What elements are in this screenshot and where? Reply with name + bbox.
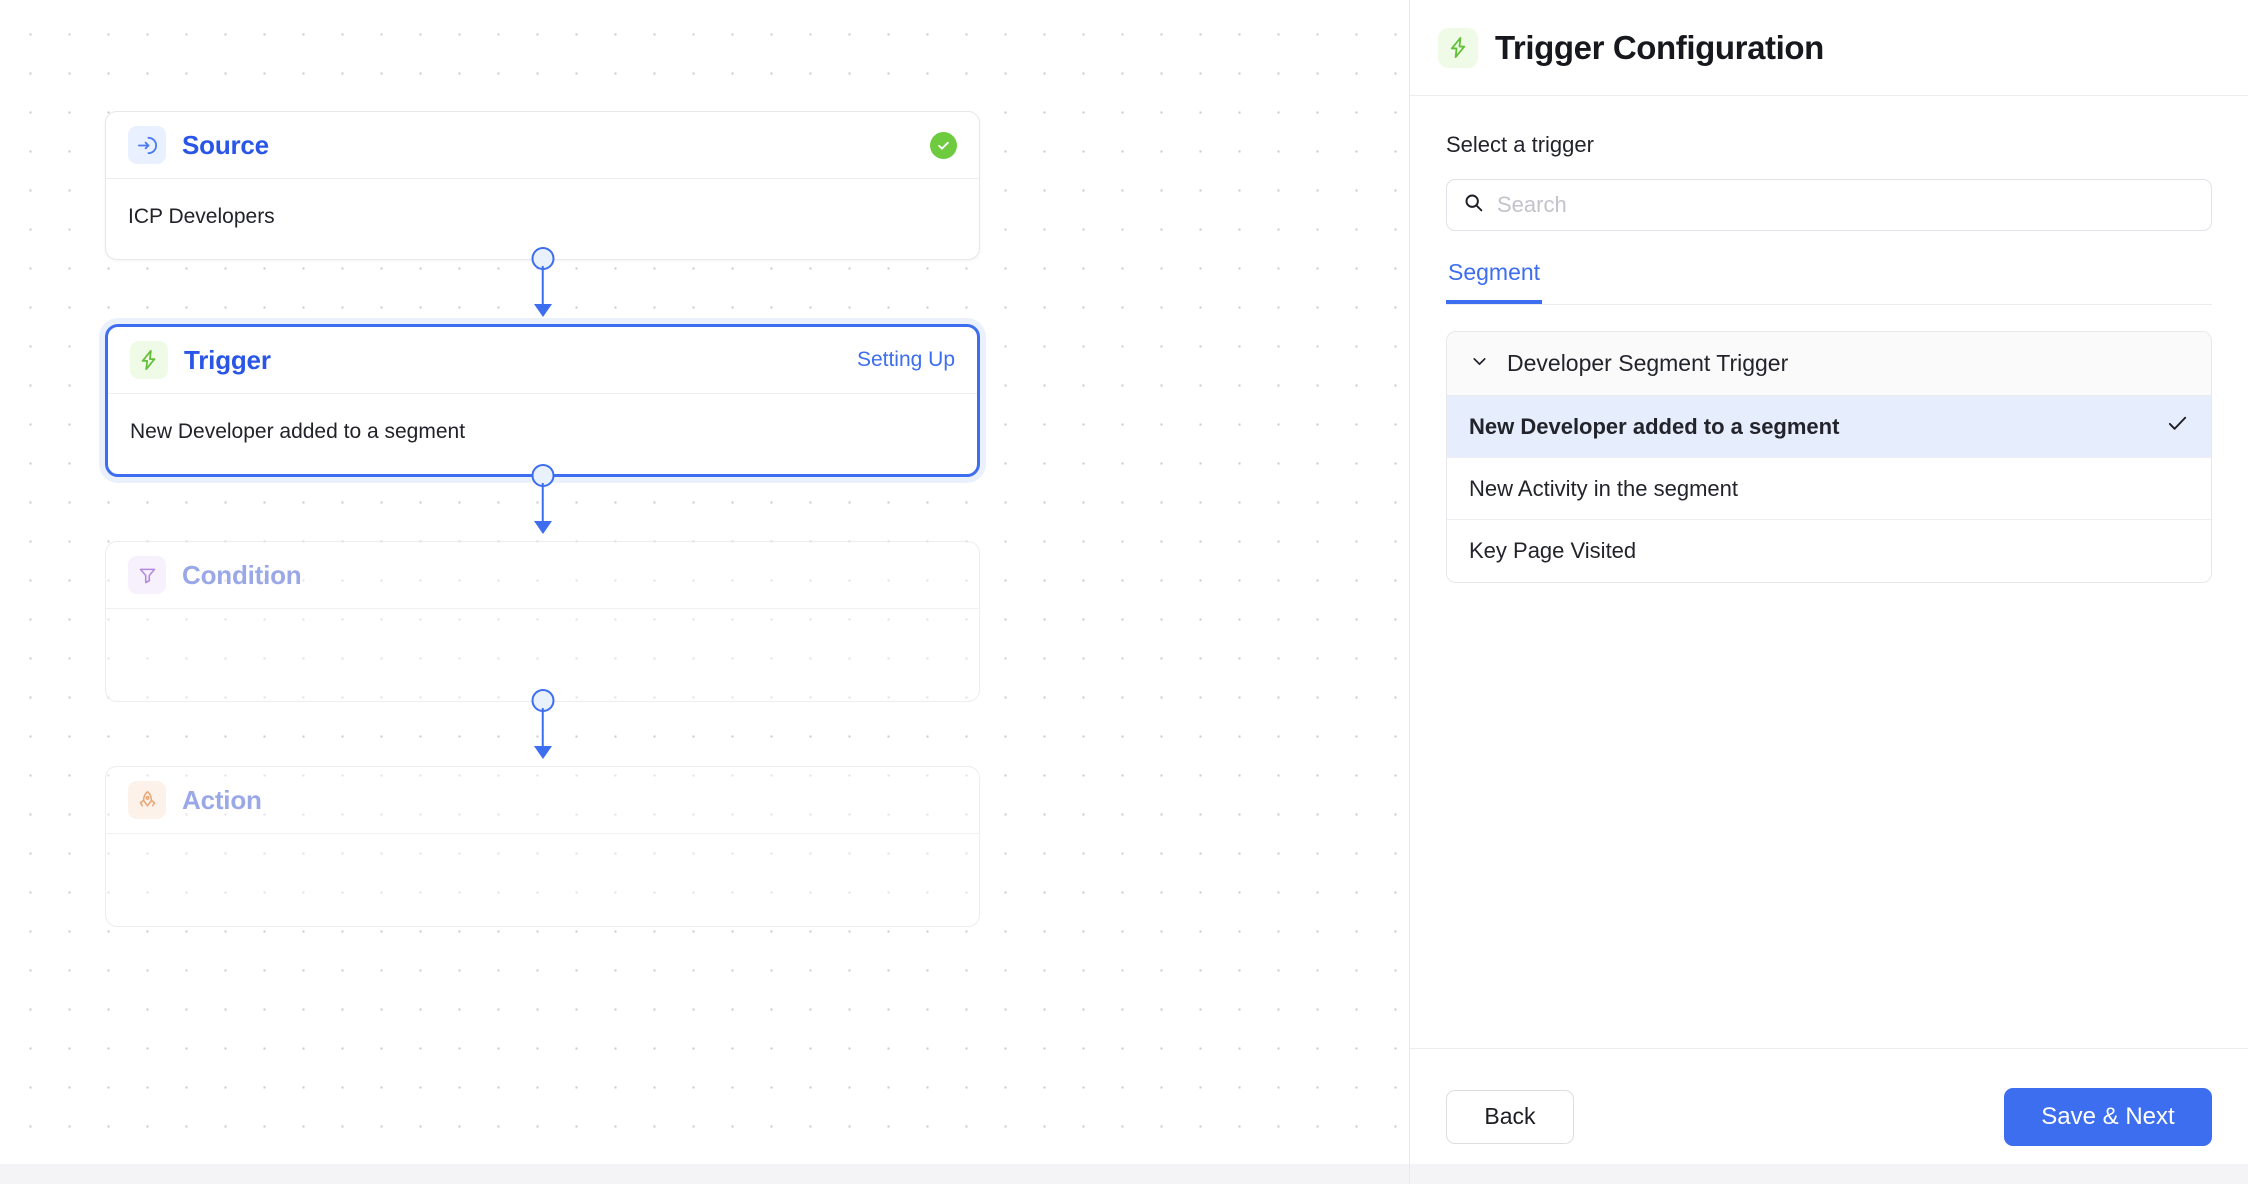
connector-line bbox=[541, 708, 544, 750]
trigger-option-label: New Developer added to a segment bbox=[1469, 413, 1840, 439]
trigger-option-key-page-visited[interactable]: Key Page Visited bbox=[1447, 520, 2211, 582]
select-trigger-label: Select a trigger bbox=[1446, 132, 1594, 157]
connector-condition-to-action bbox=[105, 689, 980, 766]
accordion-header-label: Developer Segment Trigger bbox=[1507, 350, 1789, 376]
node-status-trigger: Setting Up bbox=[856, 348, 955, 371]
trigger-option-new-developer-added[interactable]: New Developer added to a segment bbox=[1447, 396, 2211, 458]
node-body-source: ICP Developers bbox=[128, 205, 275, 228]
trigger-group-accordion: Developer Segment Trigger New Developer … bbox=[1446, 331, 2212, 583]
workflow-canvas[interactable]: Source ICP Developers bbox=[0, 0, 1409, 1184]
search-box[interactable] bbox=[1446, 179, 2212, 231]
node-body-condition bbox=[106, 609, 979, 701]
trigger-option-new-activity[interactable]: New Activity in the segment bbox=[1447, 458, 2211, 520]
panel-bottom-strip bbox=[1410, 1164, 2248, 1184]
trigger-configuration-panel: Trigger Configuration Select a trigger S… bbox=[1409, 0, 2248, 1184]
node-title-action: Action bbox=[182, 784, 262, 815]
lightning-bolt-icon bbox=[130, 341, 168, 379]
node-body-action bbox=[106, 834, 979, 926]
panel-footer: Back Save & Next bbox=[1410, 1048, 2248, 1184]
search-icon bbox=[1463, 192, 1484, 218]
check-icon bbox=[2166, 412, 2189, 441]
status-badge-complete bbox=[930, 131, 957, 159]
lightning-bolt-icon bbox=[1438, 27, 1478, 68]
connector-arrow-icon bbox=[533, 521, 552, 534]
connector-trigger-to-condition bbox=[105, 464, 980, 541]
save-and-next-button[interactable]: Save & Next bbox=[2004, 1087, 2212, 1146]
node-title-trigger: Trigger bbox=[184, 344, 271, 375]
connector-arrow-icon bbox=[533, 304, 552, 317]
node-title-source: Source bbox=[182, 129, 269, 160]
node-header-action: Action bbox=[106, 767, 979, 834]
connector-source-to-trigger bbox=[105, 247, 980, 324]
node-title-condition: Condition bbox=[182, 559, 302, 590]
node-header-trigger: Trigger Setting Up bbox=[108, 327, 977, 394]
connector-line bbox=[541, 266, 544, 308]
connector-line bbox=[541, 483, 544, 525]
connector-arrow-icon bbox=[533, 746, 552, 759]
rocket-icon bbox=[128, 781, 166, 819]
workflow-node-action[interactable]: Action bbox=[105, 766, 980, 927]
arrow-into-circle-icon bbox=[128, 126, 166, 164]
trigger-option-label: Key Page Visited bbox=[1469, 538, 1637, 563]
tab-segment[interactable]: Segment bbox=[1446, 257, 1543, 304]
search-input[interactable] bbox=[1497, 192, 2195, 218]
workflow-node-chain: Source ICP Developers bbox=[105, 111, 980, 927]
accordion-header-developer-segment-trigger[interactable]: Developer Segment Trigger bbox=[1447, 332, 2211, 396]
funnel-icon bbox=[128, 556, 166, 594]
workflow-node-source[interactable]: Source ICP Developers bbox=[105, 111, 980, 260]
workflow-node-condition[interactable]: Condition bbox=[105, 541, 980, 702]
trigger-option-label: New Activity in the segment bbox=[1469, 475, 1739, 501]
page-title: Trigger Configuration bbox=[1495, 28, 1824, 66]
panel-header: Trigger Configuration bbox=[1410, 0, 2248, 96]
canvas-bottom-strip bbox=[0, 1164, 1409, 1184]
node-header-condition: Condition bbox=[106, 542, 979, 609]
panel-body: Select a trigger Segment bbox=[1410, 96, 2248, 1048]
workflow-node-trigger[interactable]: Trigger Setting Up New Developer added t… bbox=[105, 324, 980, 477]
back-button[interactable]: Back bbox=[1446, 1089, 1574, 1144]
node-header-source: Source bbox=[106, 112, 979, 179]
trigger-category-tabs: Segment bbox=[1446, 257, 2212, 305]
chevron-down-icon bbox=[1469, 351, 1490, 377]
node-body-trigger: New Developer added to a segment bbox=[130, 420, 466, 443]
